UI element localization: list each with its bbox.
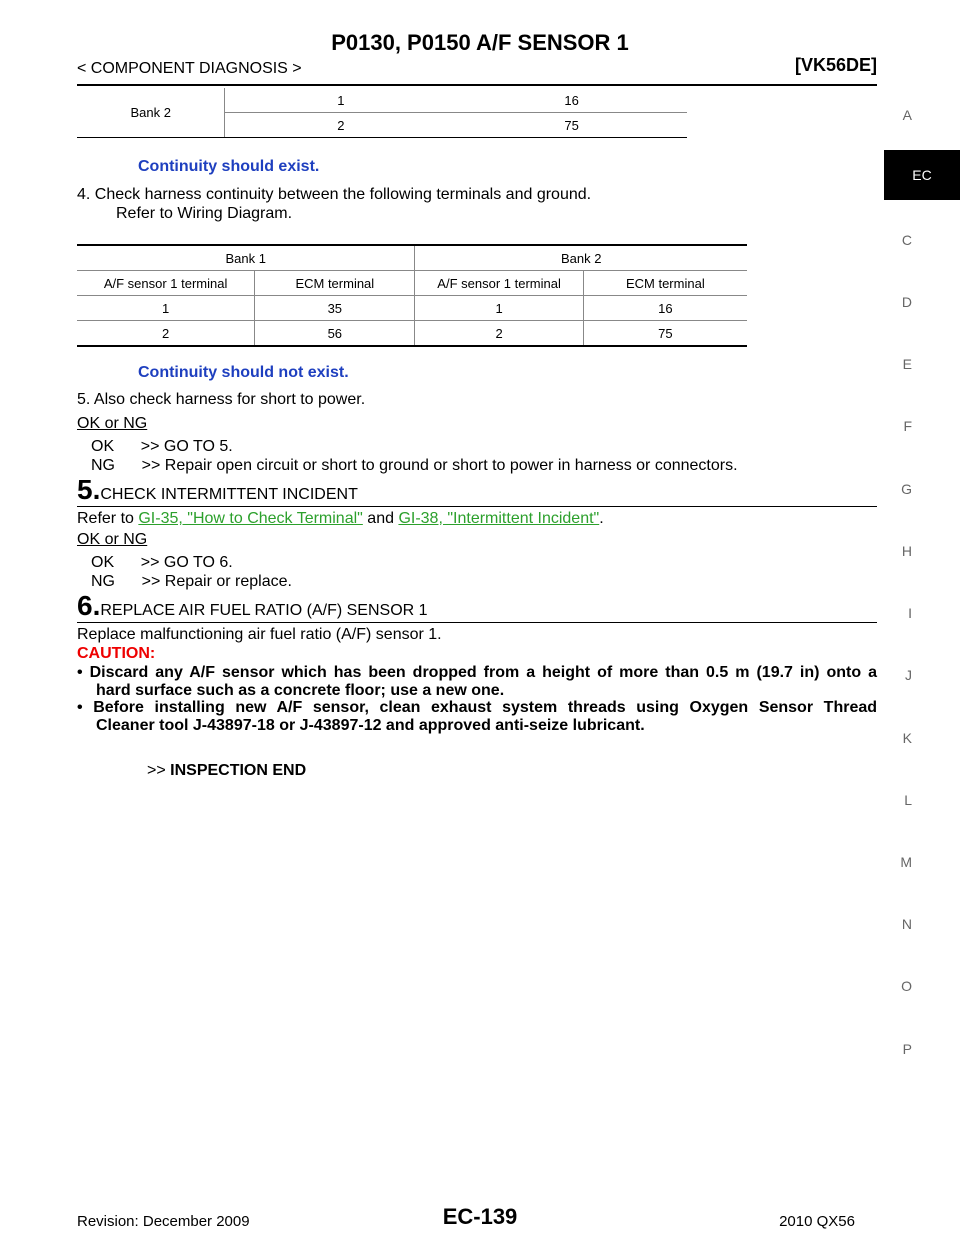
table-col-header: A/F sensor 1 terminal — [414, 270, 584, 296]
table-cell: 56 — [254, 320, 416, 346]
inspection-end: >> INSPECTION END — [147, 762, 306, 780]
table-col-header: ECM terminal — [625, 275, 705, 291]
continuity-table-ground: Bank 1 Bank 2 A/F sensor 1 terminal ECM … — [77, 244, 747, 347]
continuity-exist-note: Continuity should exist. — [138, 158, 320, 175]
table-cell: 16 — [564, 92, 579, 108]
caution-bullet: • Before installing new A/F sensor, clea… — [77, 699, 877, 735]
table-cell: 75 — [658, 325, 673, 341]
refer-period: . — [599, 510, 604, 527]
step4-text: 4. Check harness continuity between the … — [77, 186, 592, 203]
sidebar-item-l[interactable]: L — [904, 792, 912, 808]
link-how-to-check-terminal[interactable]: GI-35, "How to Check Terminal" — [138, 510, 363, 527]
table-col-header: ECM terminal — [254, 270, 416, 296]
page-title: P0130, P0150 A/F SENSOR 1 — [331, 30, 629, 55]
ng-result: NG >> Repair open circuit or short to gr… — [91, 457, 738, 474]
table-row: 1 35 1 16 — [77, 295, 747, 321]
bullet-text: Discard any A/F sensor which has been dr… — [89, 664, 878, 681]
sidebar-item-n[interactable]: N — [901, 916, 912, 932]
table-cell: 1 — [414, 295, 584, 321]
bullet-dot: • — [77, 699, 94, 716]
step4-subtext: Refer to Wiring Diagram. — [116, 205, 293, 222]
refer-prefix: Refer to — [77, 510, 139, 527]
ng-result: NG >> Repair or replace. — [91, 573, 292, 590]
model-year: 2010 QX56 — [779, 1213, 855, 1230]
step5-check-text: 5. Also check harness for short to power… — [77, 391, 366, 408]
bullet-text-continued: Cleaner tool J-43897-18 or J-43897-12 an… — [96, 717, 645, 734]
table-cell: 16 — [658, 300, 673, 316]
table-cell: 1 — [224, 88, 457, 113]
sidebar-item-j[interactable]: J — [905, 667, 912, 683]
table-group-header-bank1: Bank 1 — [77, 245, 416, 271]
sidebar-item-g[interactable]: G — [901, 481, 912, 497]
table-col-header: A/F sensor 1 terminal — [77, 270, 256, 296]
sidebar-item-d[interactable]: D — [901, 294, 912, 310]
page-number: EC-139 — [442, 1204, 518, 1229]
section-label: < COMPONENT DIAGNOSIS > — [77, 60, 302, 77]
caution-heading: CAUTION: — [77, 645, 156, 662]
engine-code: [VK56DE] — [794, 55, 877, 75]
table-cell: 75 — [564, 117, 579, 133]
sidebar-item-o[interactable]: O — [901, 978, 912, 994]
step-divider — [77, 506, 877, 507]
sidebar-item-m[interactable]: M — [900, 854, 912, 870]
link-intermittent-incident[interactable]: GI-38, "Intermittent Incident" — [398, 510, 600, 527]
ok-ng-label: OK or NG — [77, 415, 148, 432]
sidebar-item-f[interactable]: F — [903, 418, 912, 434]
step-title: REPLACE AIR FUEL RATIO (A/F) SENSOR 1 — [100, 602, 428, 619]
step-divider — [77, 622, 877, 623]
refer-and: and — [362, 510, 399, 527]
step-5-heading: 5.CHECK INTERMITTENT INCIDENT — [77, 474, 358, 506]
sidebar-item-c[interactable]: C — [901, 232, 912, 248]
step-number: 6. — [77, 590, 101, 621]
end-label: INSPECTION END — [170, 762, 307, 779]
ok-ng-label: OK or NG — [77, 531, 148, 548]
step-title: CHECK INTERMITTENT INCIDENT — [100, 486, 358, 503]
header-divider — [77, 84, 877, 86]
table-cell: 2 — [414, 320, 584, 346]
table-cell: 2 — [224, 112, 457, 138]
continuity-not-exist-note: Continuity should not exist. — [138, 364, 349, 381]
sidebar-item-p[interactable]: P — [902, 1041, 912, 1057]
caution-bullet: • Discard any A/F sensor which has been … — [77, 664, 877, 700]
sidebar-item-k[interactable]: K — [902, 730, 912, 746]
table-cell: 1 — [77, 295, 256, 321]
sidebar-item-e[interactable]: E — [902, 356, 912, 372]
table-group-header-bank2: Bank 2 — [560, 250, 602, 266]
ok-result: OK >> GO TO 6. — [91, 554, 233, 571]
bullet-text: Before installing new A/F sensor, clean … — [93, 699, 878, 716]
replace-text: Replace malfunctioning air fuel ratio (A… — [77, 626, 442, 643]
bullet-dot: • — [77, 664, 90, 681]
step-6-heading: 6.REPLACE AIR FUEL RATIO (A/F) SENSOR 1 — [77, 590, 428, 622]
step-number: 5. — [77, 474, 101, 505]
table-row: 2 56 2 75 — [77, 320, 747, 346]
bullet-text-continued: hard surface such as a concrete floor; u… — [96, 682, 505, 699]
sidebar-item-i[interactable]: I — [908, 605, 912, 621]
revision-date: Revision: December 2009 — [77, 1213, 250, 1230]
refer-line: Refer to GI-35, "How to Check Terminal" … — [77, 510, 604, 528]
table-cell: 35 — [254, 295, 416, 321]
ok-result: OK >> GO TO 5. — [91, 438, 233, 455]
sidebar-item-ec-active[interactable]: EC — [884, 150, 960, 200]
end-arrow: >> — [147, 762, 166, 779]
sidebar-item-h[interactable]: H — [901, 543, 912, 559]
continuity-table-bank2: Bank 2 1 16 2 75 — [77, 88, 687, 138]
table-bank-label: Bank 2 — [77, 88, 225, 138]
sidebar-item-a[interactable]: A — [902, 107, 912, 123]
table-cell: 2 — [77, 320, 256, 346]
